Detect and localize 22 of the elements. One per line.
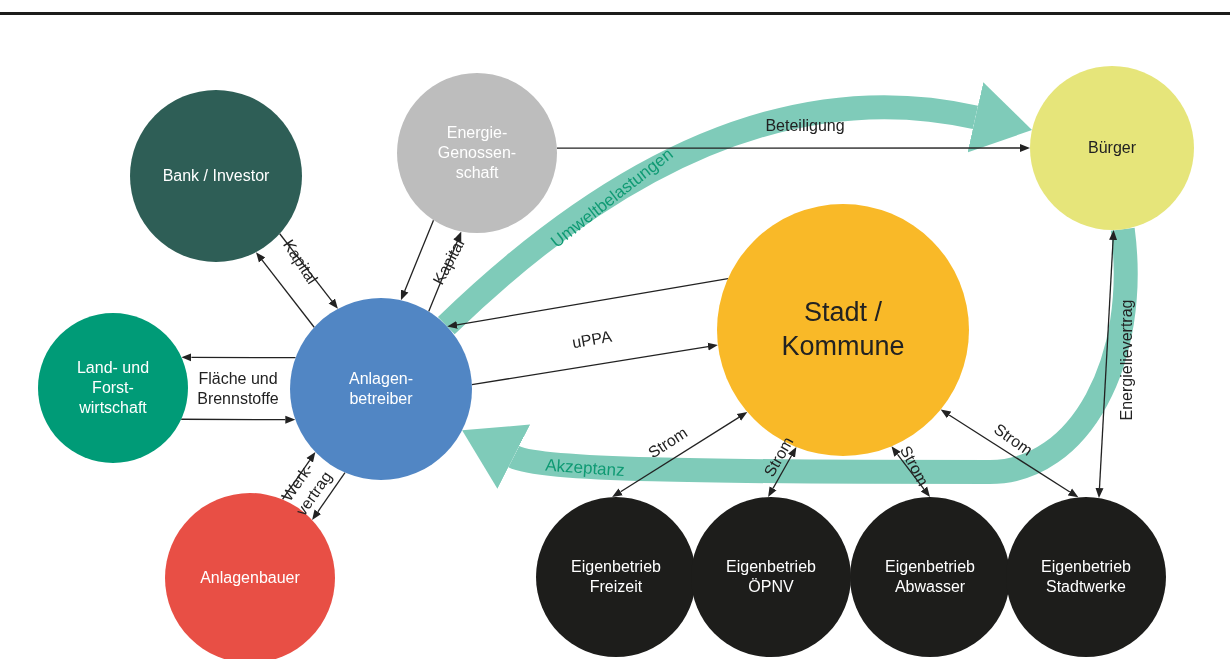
arrow [256, 252, 315, 328]
arrow [400, 219, 435, 301]
arrow [940, 409, 1079, 498]
arrow [312, 471, 346, 520]
arrow [428, 231, 462, 313]
arrow [447, 277, 729, 329]
arrow [556, 144, 1030, 152]
arrow [281, 452, 316, 501]
arrow [181, 353, 297, 362]
edge-label: Fläche und Brennstoffe [196, 369, 280, 409]
arrow [891, 446, 930, 497]
edge-label: Energielievertrag [1117, 299, 1136, 421]
flow-arrow [438, 81, 1033, 335]
arrow [471, 342, 718, 386]
edge-label: Strom [895, 442, 933, 490]
arrow [180, 415, 296, 424]
arrow [612, 412, 748, 498]
arrow [768, 447, 797, 498]
edge-label: uPPA [570, 326, 614, 354]
edge-label: Akzeptanz [544, 454, 626, 482]
arrow [1095, 230, 1118, 499]
arrow [279, 233, 338, 309]
